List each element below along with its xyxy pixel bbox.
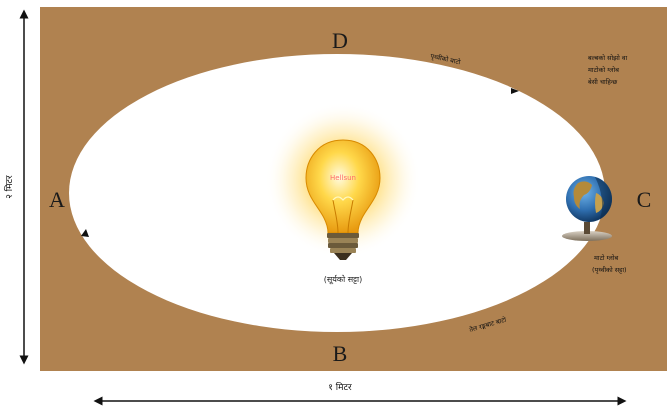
point-c-label: C xyxy=(637,187,652,212)
bulb-caption: (सूर्यको सट्टा) xyxy=(324,274,362,285)
earth-note-line1: बल्बको सोझो वा xyxy=(588,54,627,62)
earth-caption-line1: माटो ग्लोब xyxy=(594,254,619,262)
point-d-label: D xyxy=(332,28,348,53)
earth-caption-line2: (पृथ्वीको सट्टा) xyxy=(592,266,627,274)
earth-globe-icon xyxy=(562,176,612,241)
bulb-brand-text: Hellsun xyxy=(330,174,356,182)
earth-note-line3: बेसी चाहिन्छ xyxy=(588,78,618,86)
light-bulb-icon xyxy=(305,139,381,260)
orbit-arrow-top xyxy=(511,88,519,94)
width-dimension-label: १ मिटर xyxy=(328,381,352,393)
point-b-label: B xyxy=(333,341,348,366)
orbit-arrow-left xyxy=(81,229,89,237)
height-dimension-label: २ मिटर xyxy=(3,175,15,199)
earth-note-line2: माटोको ग्लोब xyxy=(588,66,619,74)
point-a-label: A xyxy=(49,187,65,212)
